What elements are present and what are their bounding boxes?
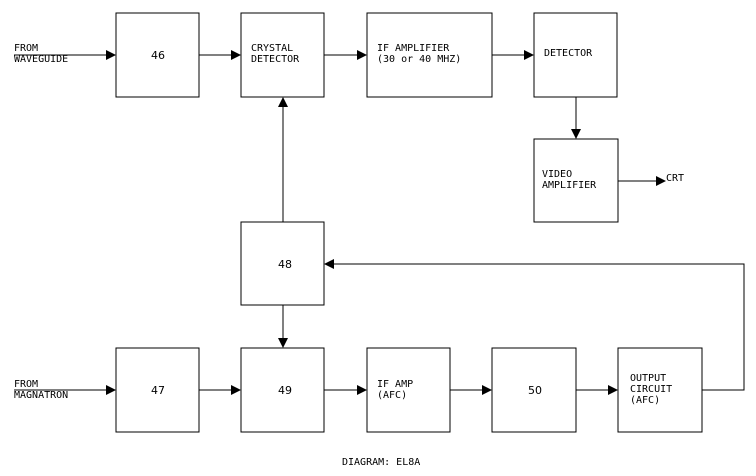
if-amp-afc-line2: (AFC) [377,390,407,401]
diagram-caption: DIAGRAM: EL8A [342,457,420,468]
input-magnatron-line2: MAGNATRON [14,390,68,401]
block-video-amplifier [533,138,619,223]
arrowhead-icon [656,176,666,186]
block-detector [533,12,618,98]
block-50-label: 50 [528,384,542,397]
arrowhead-icon [231,50,241,60]
arrowhead-icon [482,385,492,395]
block-crystal-detector [240,12,325,98]
crystal-label-line2: DETECTOR [251,54,300,65]
block-50 [491,347,577,433]
output-circuit-line2: CIRCUIT [630,384,672,395]
detector-label: DETECTOR [544,48,593,59]
arrowhead-icon [524,50,534,60]
arrowhead-icon [106,385,116,395]
block-46-label: 46 [151,49,165,62]
arrowhead-icon [357,50,367,60]
if-amplifier-label-line2: (30 or 40 MHZ) [377,54,461,65]
video-label-line2: AMPLIFIER [542,180,597,191]
input-waveguide-line1: FROM [14,43,38,54]
arrowhead-icon [608,385,618,395]
feedback-output-to-48 [334,263,745,391]
arrowhead-icon [278,338,288,348]
input-magnatron-line1: FROM [14,379,38,390]
output-circuit-line1: OUTPUT [630,373,666,384]
arrowhead-icon [357,385,367,395]
output-crt-label: CRT [666,173,684,184]
arrowhead-icon [106,50,116,60]
if-amplifier-label-line1: IF AMPLIFIER [377,43,450,54]
arrowhead-icon [324,259,334,269]
block-49-label: 49 [278,384,292,397]
block-47 [115,347,200,433]
crystal-label-line1: CRYSTAL [251,43,293,54]
connection-lines [14,54,745,391]
block-48 [240,221,325,306]
block-46 [115,12,200,98]
input-waveguide-line2: WAVEGUIDE [14,54,68,65]
block-if-amplifier [366,12,493,98]
arrowhead-icon [231,385,241,395]
if-amp-afc-line1: IF AMP [377,379,413,390]
arrowhead-icon [278,97,288,107]
output-circuit-line3: (AFC) [630,395,660,406]
arrowhead-icon [571,129,581,139]
arrowheads [106,50,666,395]
video-label-line1: VIDEO [542,169,572,180]
block-47-label: 47 [151,384,165,397]
block-48-label: 48 [278,258,292,271]
